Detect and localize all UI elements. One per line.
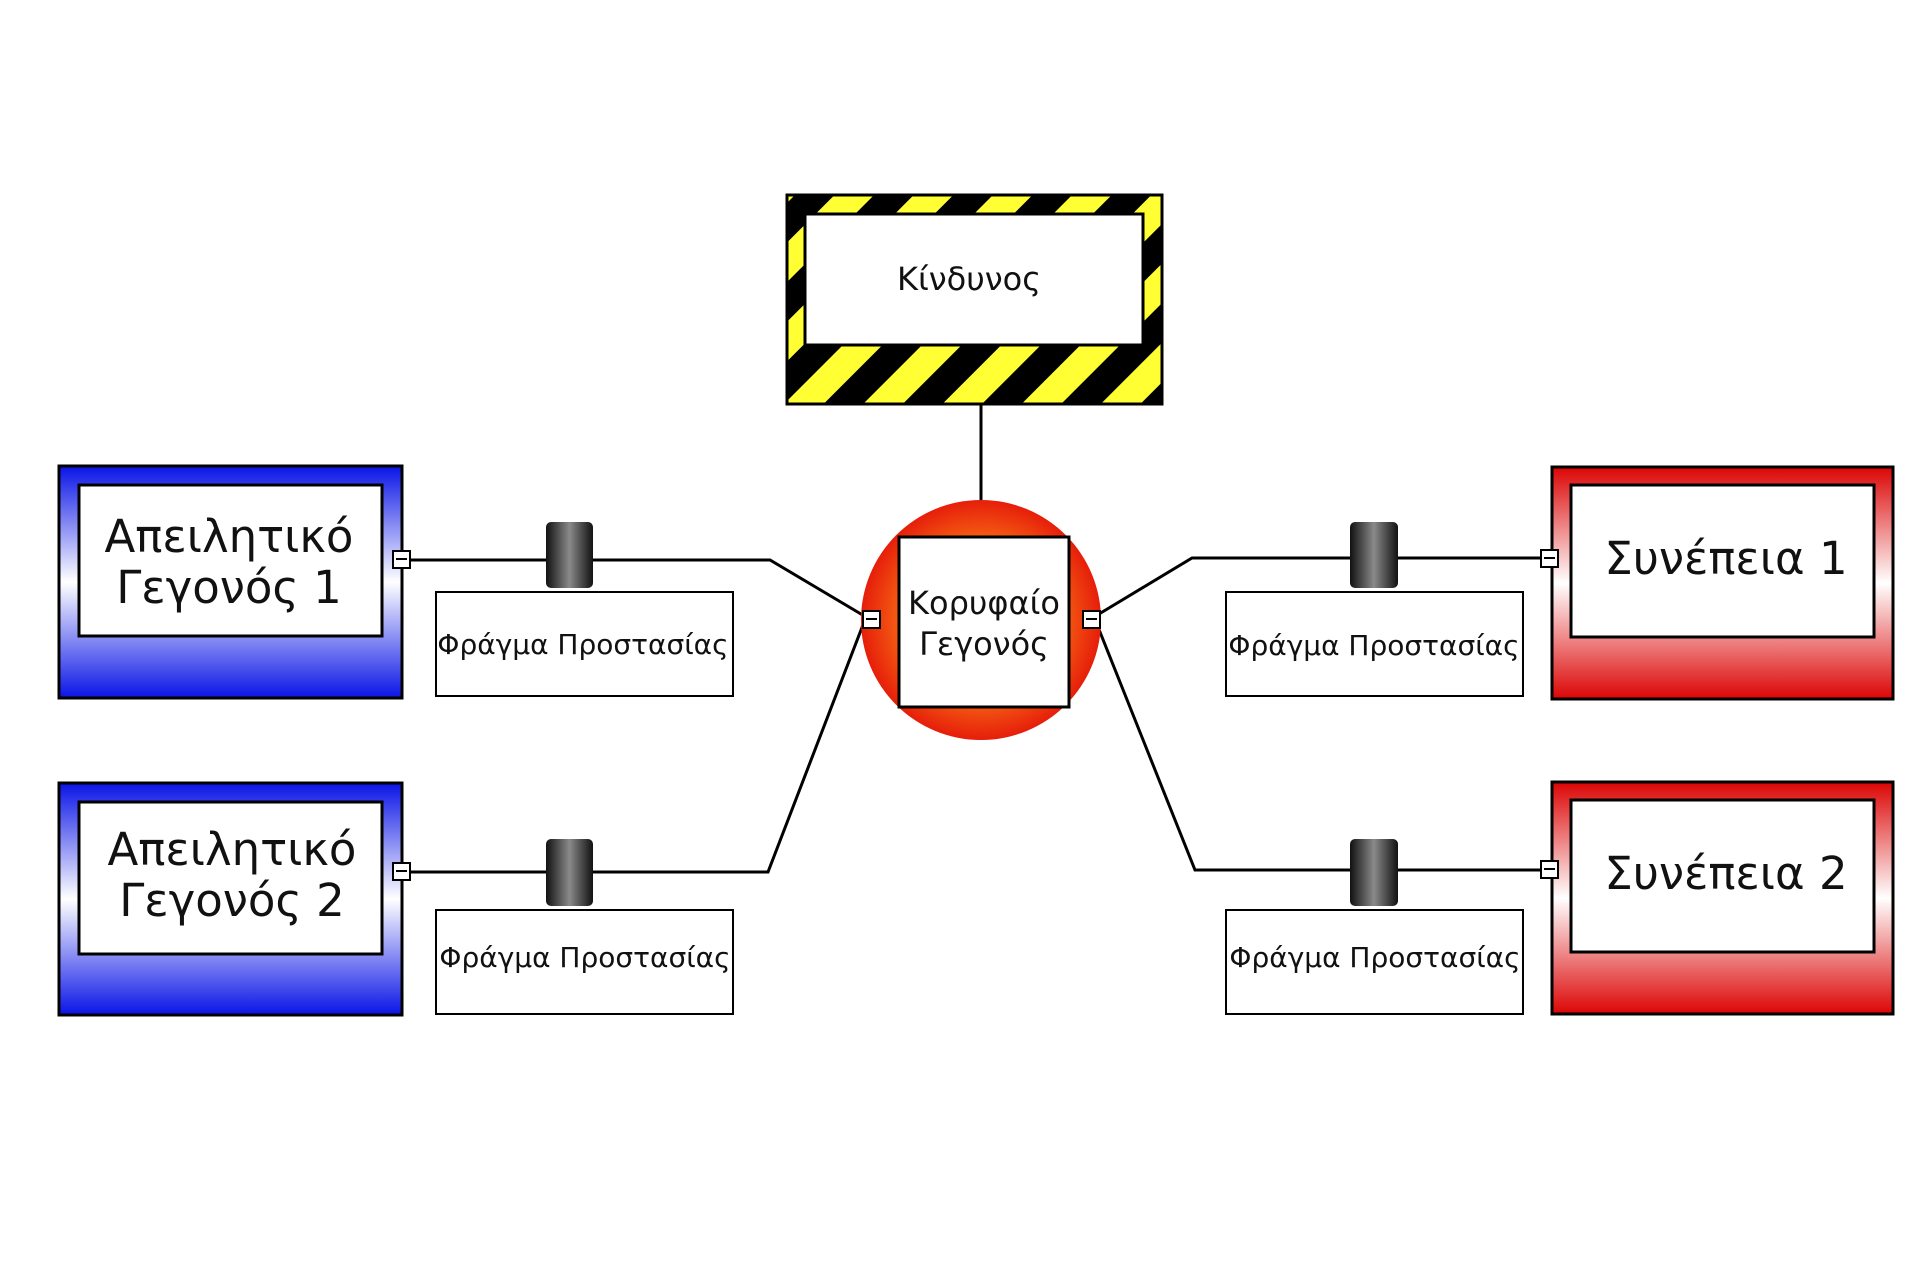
barrier-4: Φράγμα Προστασίας bbox=[1225, 839, 1524, 1015]
connector-lines bbox=[406, 405, 1554, 874]
barrier-2-label: Φράγμα Προστασίας bbox=[439, 941, 730, 974]
barrier-3-label: Φράγμα Προστασίας bbox=[1228, 629, 1519, 662]
barrier-4-block bbox=[1350, 839, 1398, 906]
threat-2-label-line1: Απειλητικό bbox=[108, 823, 357, 876]
threat-2-connector bbox=[406, 616, 868, 874]
threat-1-connector bbox=[406, 558, 867, 619]
top-event-label-line2: Γεγονός bbox=[919, 625, 1049, 663]
barrier-1-label: Φράγμα Προστασίας bbox=[437, 628, 728, 661]
consequence-1-label: Συνέπεια 1 bbox=[1604, 532, 1847, 585]
top-event-node: Κορυφαίο Γεγονός bbox=[861, 500, 1101, 740]
consequence-1: Συνέπεια 1 bbox=[1540, 465, 1895, 701]
consequence-2: Συνέπεια 2 bbox=[1540, 780, 1895, 1016]
consequence-2-label: Συνέπεια 2 bbox=[1604, 847, 1847, 900]
hazard-label: Κίνδυνος bbox=[897, 260, 1041, 298]
barrier-1-block bbox=[546, 522, 593, 588]
threat-event-2: Απειλητικό Γεγονός 2 bbox=[57, 781, 411, 1017]
threat-1-label-line2: Γεγονός 1 bbox=[116, 561, 342, 614]
barrier-4-label: Φράγμα Προστασίας bbox=[1229, 941, 1520, 974]
threat-2-label-line2: Γεγονός 2 bbox=[119, 874, 345, 927]
top-event-label-line1: Κορυφαίο bbox=[908, 584, 1060, 622]
threat-event-1: Απειλητικό Γεγονός 1 bbox=[57, 464, 411, 700]
barrier-3-block bbox=[1350, 522, 1398, 588]
barrier-2: Φράγμα Προστασίας bbox=[435, 839, 734, 1015]
barrier-2-block bbox=[546, 839, 593, 906]
consequence-2-connector bbox=[1092, 616, 1554, 872]
barrier-3: Φράγμα Προστασίας bbox=[1225, 522, 1524, 697]
consequence-1-connector bbox=[1093, 556, 1554, 619]
threat-1-label-line1: Απειλητικό bbox=[105, 510, 354, 563]
hazard-node: Κίνδυνος bbox=[785, 193, 1164, 406]
barrier-1: Φράγμα Προστασίας bbox=[435, 522, 734, 697]
